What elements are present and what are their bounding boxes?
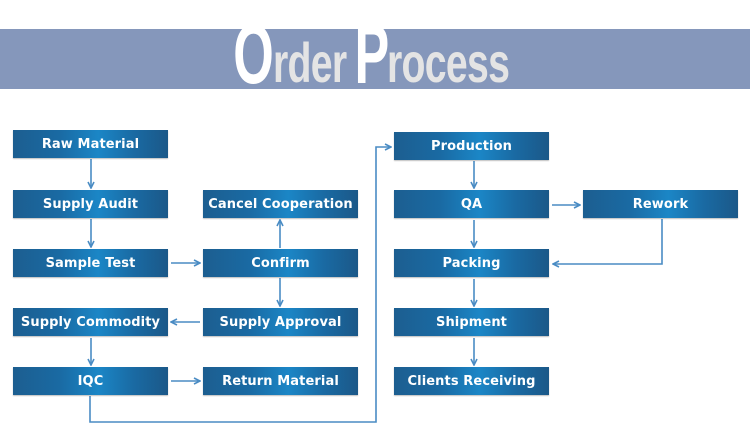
title-initial-p: P [354,7,389,101]
edge-iqc-to-production [89,147,391,423]
page-title: OrderProcess [0,7,750,101]
title-banner [0,29,750,89]
node-production: Production [394,132,549,160]
node-confirm: Confirm [203,249,358,277]
node-qa: QA [394,190,549,218]
node-supply-approval: Supply Approval [203,308,358,336]
node-raw-material: Raw Material [13,130,168,158]
node-supply-audit: Supply Audit [13,190,168,218]
node-cancel-cooperation: Cancel Cooperation [203,190,358,218]
title-word-order-rest: rder [272,31,347,94]
node-clients-receiving: Clients Receiving [394,367,549,395]
title-initial-o: O [232,7,274,101]
node-return-material: Return Material [203,367,358,395]
node-rework: Rework [583,190,738,218]
node-packing: Packing [394,249,549,277]
title-word-process-rest: rocess [386,31,510,94]
node-supply-commodity: Supply Commodity [13,308,168,336]
node-sample-test: Sample Test [13,249,168,277]
node-shipment: Shipment [394,308,549,336]
edge-rework-to-packing [553,219,663,264]
node-iqc: IQC [13,367,168,395]
